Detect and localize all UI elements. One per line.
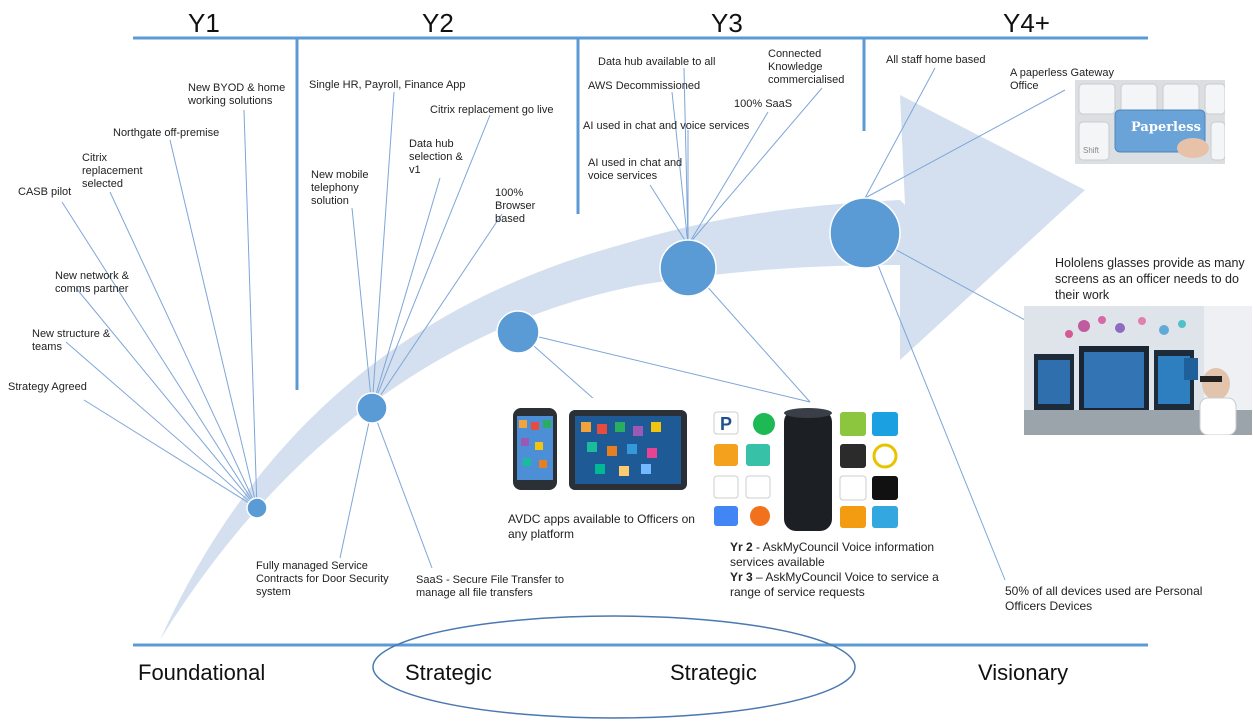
hololens-caption: Hololens glasses provide as many screens… — [1055, 256, 1245, 302]
hololens-image — [1024, 306, 1252, 435]
phase-strategic-2: Strategic — [670, 660, 757, 685]
avdc-caption: AVDC apps available to Officers on any p… — [508, 512, 695, 541]
milestone-label: Strategy Agreed — [8, 381, 87, 393]
milestone-label: Data hub selection & v1 — [409, 138, 463, 176]
yr3-prefix: Yr 3 — [730, 570, 753, 584]
milestone-y2 — [356, 392, 388, 424]
milestone-label: CASB pilot — [18, 186, 72, 198]
year-label-y1: Y1 — [188, 8, 220, 38]
milestone-label: New structure & teams — [32, 328, 111, 353]
milestone-label: New BYOD & home working solutions — [188, 82, 286, 107]
paperless-keyboard-image: Paperless Shift — [1075, 80, 1225, 164]
milestone-label: AWS Decommissioned — [588, 80, 701, 92]
year-label-y3: Y3 — [711, 8, 743, 38]
milestone-label: All staff home based — [886, 54, 986, 66]
paperless-key-label: Paperless — [1131, 120, 1201, 135]
milestone-label: Fully managed Service Contracts for Door… — [256, 560, 389, 598]
milestone-label: SaaS - Secure File Transfer to manage al… — [416, 574, 564, 599]
yr3-text: – AskMyCouncil Voice to service a range … — [730, 570, 939, 599]
avdc-apps-image — [499, 398, 689, 508]
phase-strategic-1: Strategic — [405, 660, 492, 685]
milestone-label: New network & comms partner — [55, 270, 129, 295]
milestone-label: A paperless Gateway Office — [1010, 67, 1114, 92]
devices-caption: 50% of all devices used are Personal Off… — [1005, 584, 1203, 613]
milestone-label: Connected Knowledge commercialised — [768, 48, 845, 86]
milestone-label: Single HR, Payroll, Finance App — [309, 79, 466, 91]
year-label-y4: Y4+ — [1003, 8, 1050, 38]
milestone-label: Citrix replacement selected — [82, 152, 143, 190]
milestone-y1 — [246, 497, 268, 519]
yr2-caption: Yr 2 - AskMyCouncil Voice information se… — [730, 540, 960, 570]
milestone-label: Northgate off-premise — [113, 127, 220, 139]
milestone-label: Data hub available to all — [598, 56, 716, 68]
milestone-label: 100% SaaS — [734, 98, 793, 110]
milestone-label: 100% Browser based — [495, 187, 536, 225]
milestone-label: AI used in chat and voice services — [583, 120, 750, 132]
strategic-ellipse — [372, 615, 856, 719]
yr2-prefix: Yr 2 — [730, 540, 753, 554]
phase-visionary: Visionary — [978, 660, 1069, 685]
milestone-label: AI used in chat and voice services — [588, 157, 683, 182]
milestone-y4 — [829, 197, 901, 269]
yr2-text: - AskMyCouncil Voice information service… — [730, 540, 935, 569]
voice-assistant-image: P — [708, 404, 907, 531]
milestone-label: New mobile telephony solution — [311, 169, 369, 207]
milestone-y2b — [496, 310, 540, 354]
year-label-y2: Y2 — [422, 8, 454, 38]
milestone-label: Citrix replacement go live — [430, 104, 554, 116]
shift-key-label: Shift — [1083, 146, 1100, 155]
svg-text:P: P — [720, 414, 732, 434]
yr3-caption: Yr 3 – AskMyCouncil Voice to service a r… — [730, 570, 960, 600]
milestone-y3 — [659, 239, 717, 297]
phase-foundational: Foundational — [138, 660, 266, 685]
